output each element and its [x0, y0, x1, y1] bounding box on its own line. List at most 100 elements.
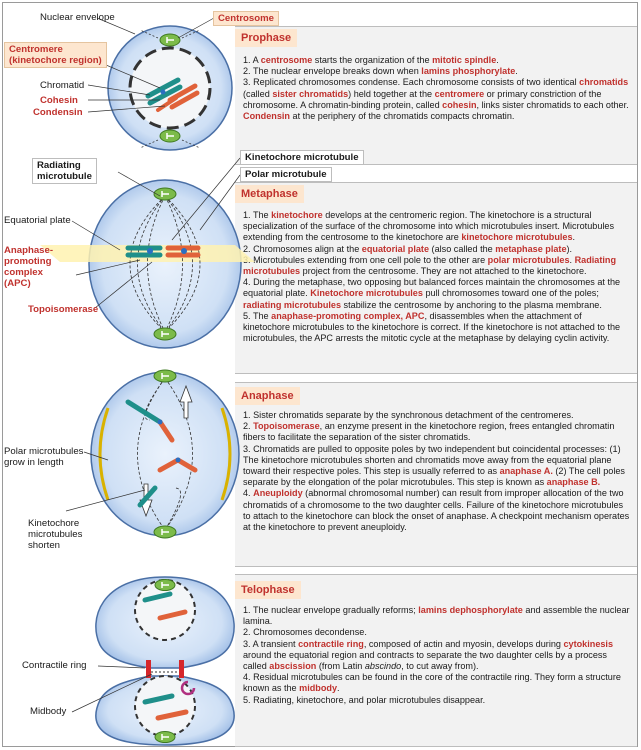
text-run: project from the centrosome. They are no… — [300, 266, 587, 277]
label-nuclear-envelope: Nuclear envelope — [40, 12, 115, 23]
text-run: pull chromosomes toward one of the poles… — [422, 288, 599, 299]
centrosome-icon — [153, 525, 177, 539]
label-condensin: Condensin — [33, 107, 83, 118]
highlight-term: cohesin — [442, 99, 477, 110]
label-polar-microtubule: Polar microtubule — [240, 167, 332, 182]
telophase-panel: Telophase 1. The nuclear envelope gradua… — [235, 574, 637, 747]
label-cohesin: Cohesin — [40, 95, 78, 106]
text-run: , composed of actin and myosin, develops… — [363, 638, 564, 649]
stage-item: 3. Chromatids are pulled to opposite pol… — [243, 444, 631, 489]
highlight-term: lamins phosphorylate — [421, 66, 516, 77]
text-run: 2. Chromosomes decondense. — [243, 627, 367, 638]
text-run: at the periphery of the chromatids compa… — [289, 111, 515, 122]
label-midbody: Midbody — [30, 706, 67, 717]
text-run: (called — [243, 88, 273, 99]
text-run: , to cut away from). — [401, 661, 479, 672]
stage-item: 3. A transient contractile ring, compose… — [243, 639, 631, 673]
label-contractile-ring: Contractile ring — [22, 660, 87, 671]
up-arrow-icon — [179, 384, 193, 419]
prophase-title: Prophase — [235, 29, 298, 47]
text-run: ) held together at the — [348, 88, 435, 99]
text-run: . — [337, 683, 340, 694]
text-run: 4. Residual microtubules can be found in… — [243, 672, 621, 694]
stage-item: 2. Topoisomerase, an enzyme present in t… — [243, 421, 631, 443]
prophase-cell — [84, 17, 233, 151]
text-run: or primary constriction of the chromosom… — [243, 88, 602, 110]
text-run: 1. A — [243, 55, 261, 65]
anaphase-panel: Anaphase 1. Sister chromatids separate b… — [235, 382, 637, 567]
stage-item: 2. Chromosomes align at the equatorial p… — [243, 244, 631, 255]
highlight-term: abscission — [269, 661, 317, 672]
text-run: , an enzyme present in the kinetochore r… — [243, 421, 615, 443]
stage-item: 1. The nuclear envelope gradually reform… — [243, 605, 631, 627]
highlight-term: centromere — [434, 88, 485, 99]
text-run: around the equatorial region and contrac… — [243, 649, 607, 672]
text-run: 1. The — [243, 210, 272, 220]
text-run: and assemble the nuclear lamina. — [243, 605, 630, 627]
label-kinetochore-microtubules-shorten: Kinetochore microtubules shorten — [28, 518, 83, 551]
stage-item: 1. Sister chromatids separate by the syn… — [243, 410, 631, 421]
label-topoisomerase: Topoisomerase — [28, 304, 99, 315]
contractile-ring — [146, 660, 184, 678]
highlight-term: midbody — [299, 683, 338, 694]
highlight-term: Radiating microtubules — [243, 254, 617, 277]
label-radiating-microtubule: Radiating microtubule — [32, 158, 97, 184]
highlight-term: anaphase A. — [499, 466, 553, 477]
stage-item: 4. During the metaphase, two opposing bu… — [243, 277, 631, 311]
stage-item: 3. Replicated chromosomes condense. Each… — [243, 77, 631, 122]
telophase-cells — [71, 576, 235, 746]
text-run: 3. Replicated chromosomes condense. Each… — [243, 77, 580, 88]
stage-item: 2. The nuclear envelope breaks down when… — [243, 66, 631, 77]
centrosome-icon — [154, 579, 176, 591]
text-run: 2. — [243, 421, 254, 432]
prophase-panel: Prophase 1. A centrosome starts the orga… — [235, 26, 637, 165]
highlight-term: metaphase plate — [495, 243, 567, 254]
anaphase-cell — [65, 369, 240, 539]
text-run: . — [496, 55, 499, 65]
anaphase-chromatids — [125, 399, 198, 508]
text-run: develops at the centromeric region. The … — [243, 210, 614, 243]
metaphase-title: Metaphase — [235, 185, 304, 203]
stage-item: 1. A centrosome starts the organization … — [243, 55, 631, 66]
anaphase-text: 1. Sister chromatids separate by the syn… — [243, 410, 631, 533]
highlight-term: anaphase-promoting complex, APC — [271, 310, 425, 321]
highlight-term: contractile ring — [298, 638, 364, 649]
stage-item: 5. Radiating, kinetochore, and polar mic… — [243, 695, 631, 706]
text-run: 2. The nuclear envelope breaks down when — [243, 66, 422, 77]
text-run: 3. A transient — [243, 638, 299, 649]
label-chromatid: Chromatid — [40, 80, 85, 91]
metaphase-cell — [40, 157, 255, 349]
centrosome-icon — [159, 129, 181, 143]
text-run: , disassembles when the attachment of ki… — [243, 310, 621, 344]
highlight-term: lamins dephosphorylate — [418, 605, 523, 615]
text-run: 4. During the metaphase, two opposing bu… — [243, 277, 621, 299]
prophase-text: 1. A centrosome starts the organization … — [243, 55, 631, 122]
centrosome-icon — [153, 369, 177, 383]
highlight-term: centrosome — [260, 55, 313, 65]
highlight-term: kinetochore microtubules — [461, 232, 573, 243]
text-run: (also called the — [429, 243, 496, 254]
label-kinetochore-microtubule: Kinetochore microtubule — [240, 150, 364, 165]
text-run: 5. Radiating, kinetochore, and polar mic… — [243, 694, 486, 705]
metaphase-text: 1. The kinetochore develops at the centr… — [243, 210, 631, 344]
text-run: (2) The cell poles separate by the elong… — [243, 466, 625, 488]
highlight-term: polar microtubules — [487, 254, 570, 265]
text-run: 1. The nuclear envelope gradually reform… — [243, 605, 419, 615]
centrosome-icon — [153, 327, 177, 341]
highlight-term: kinetochore — [271, 210, 323, 220]
highlight-term: Topoisomerase — [253, 421, 320, 432]
text-run: (from Latin — [316, 661, 365, 672]
text-run: (abnormal chromosomal number) can result… — [243, 488, 630, 533]
highlight-term: Kinetochore microtubules — [310, 288, 423, 299]
highlight-term: Aneuploidy — [253, 488, 303, 499]
stage-item: 1. The kinetochore develops at the centr… — [243, 210, 631, 244]
centrosome-icon — [154, 731, 176, 743]
text-run: starts the organization of the — [312, 55, 433, 65]
highlight-term: sister chromatids — [272, 88, 349, 99]
metaphase-chromosomes — [125, 245, 201, 258]
anaphase-title: Anaphase — [235, 387, 300, 405]
highlight-term: mitotic spindle — [432, 55, 497, 65]
stage-item: 5. The anaphase-promoting complex, APC, … — [243, 311, 631, 345]
